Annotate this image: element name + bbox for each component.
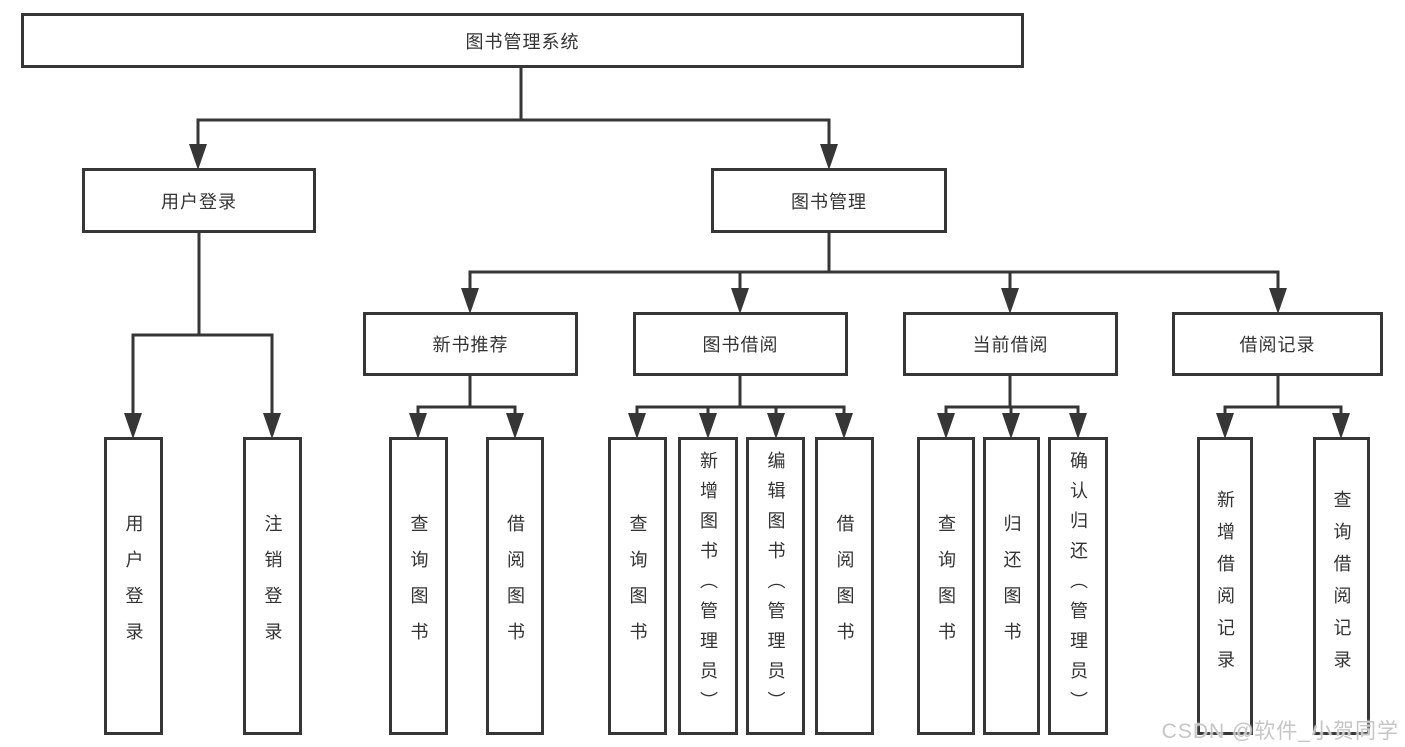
node-book-management-module: 图书管理 — [711, 168, 947, 233]
node-label: 查询图书 — [408, 514, 429, 658]
node-label: 归还图书 — [1001, 514, 1022, 658]
node-edit-books-admin: 编辑图书（管理员） — [746, 437, 805, 735]
node-current-borrowing: 当前借阅 — [903, 312, 1118, 376]
node-label: 借阅图书 — [834, 514, 855, 658]
node-confirm-return-admin: 确认归还（管理员） — [1048, 437, 1108, 735]
node-query-books-3: 查询图书 — [917, 437, 975, 735]
node-label: 图书管理系统 — [465, 31, 580, 52]
node-label: 确认归还（管理员） — [1068, 451, 1088, 721]
node-label: 新增图书（管理员） — [698, 451, 718, 721]
node-label: 查询图书 — [936, 514, 956, 658]
node-book-borrowing: 图书借阅 — [633, 312, 848, 376]
node-label: 新增借阅记录 — [1215, 490, 1235, 682]
node-label: 查询图书 — [627, 514, 648, 658]
node-label: 注销登录 — [262, 514, 283, 658]
node-library-management-system: 图书管理系统 — [21, 13, 1024, 68]
node-user-login: 用户登录 — [104, 437, 163, 735]
node-add-books-admin: 新增图书（管理员） — [678, 437, 738, 735]
node-borrow-books-2: 借阅图书 — [815, 437, 874, 735]
node-add-borrow-record: 新增借阅记录 — [1197, 437, 1253, 735]
node-label: 用户登录 — [161, 191, 237, 212]
node-label: 编辑图书（管理员） — [765, 451, 786, 721]
node-label: 图书借阅 — [702, 335, 779, 355]
node-label: 借阅记录 — [1239, 335, 1316, 355]
node-query-books-1: 查询图书 — [389, 437, 448, 735]
node-label: 新书推荐 — [432, 335, 509, 355]
node-label: 用户登录 — [123, 514, 144, 658]
node-user-login-module: 用户登录 — [82, 168, 316, 233]
node-borrowing-records: 借阅记录 — [1172, 312, 1383, 376]
node-borrow-books-1: 借阅图书 — [486, 437, 544, 735]
node-query-books-2: 查询图书 — [608, 437, 667, 735]
node-query-borrow-record: 查询借阅记录 — [1313, 437, 1370, 735]
node-logout: 注销登录 — [243, 437, 302, 735]
node-new-book-recommendation: 新书推荐 — [363, 312, 578, 376]
csdn-watermark: CSDN @软件_小贺同学 — [1161, 720, 1399, 743]
node-label: 查询借阅记录 — [1331, 490, 1352, 682]
node-label: 图书管理 — [791, 191, 867, 212]
node-return-books: 归还图书 — [983, 437, 1040, 735]
node-label: 当前借阅 — [972, 335, 1049, 355]
node-label: 借阅图书 — [505, 514, 525, 658]
